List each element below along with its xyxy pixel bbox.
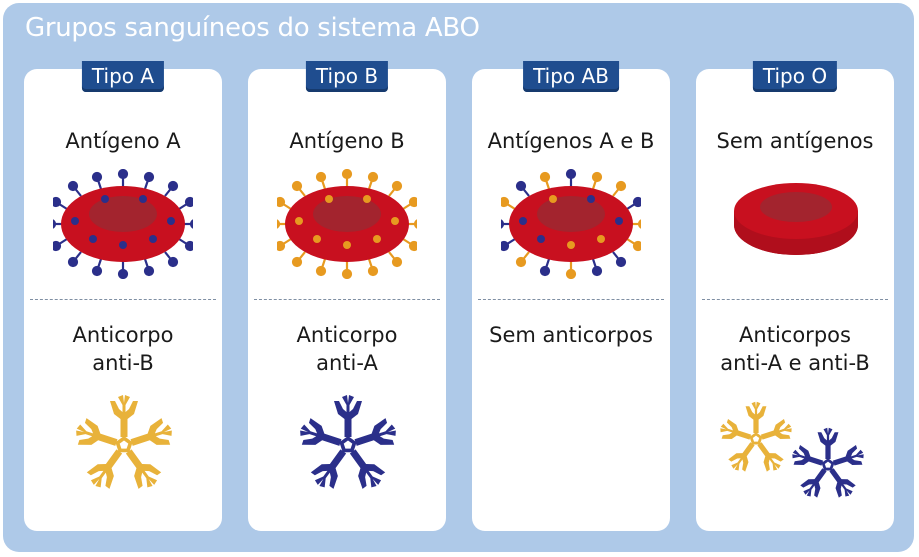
card-tipo-ab: Tipo AB Antígenos A e B — [472, 61, 670, 531]
divider — [702, 299, 888, 300]
red-cell-no-antigen-icon — [734, 183, 858, 255]
tab-tipo-a: Tipo A — [81, 61, 165, 92]
divider — [30, 299, 216, 300]
antigen-label-o: Sem antígenos — [716, 129, 874, 153]
antigen-label-ab: Antígenos A e B — [487, 129, 655, 153]
card-tipo-o: Tipo O Sem antígenos Anticorpos anti-A e… — [696, 61, 894, 531]
red-cell-antigen-b-icon — [277, 169, 417, 279]
main-title: Grupos sanguíneos do sistema ABO — [25, 13, 480, 43]
antibody-line-2: anti-A e anti-B — [720, 351, 870, 375]
antibody-anti-b-icon — [73, 394, 175, 496]
antigen-label-b: Antígeno B — [289, 129, 405, 153]
tab-tipo-o: Tipo O — [752, 61, 838, 92]
red-cell-antigen-a-icon — [53, 169, 193, 279]
antibody-label-o: Anticorpos anti-A e anti-B — [696, 321, 894, 377]
antigen-label-a: Antígeno A — [65, 129, 181, 153]
antibody-line-2: anti-B — [92, 351, 154, 375]
antigen-b-inner-markers — [295, 195, 399, 249]
divider — [478, 299, 664, 300]
card-tipo-a: Tipo A Antígeno A — [24, 61, 222, 531]
antibody-anti-a-icon — [790, 427, 866, 503]
card-tipo-b: Tipo B Antígeno B — [248, 61, 446, 531]
antibody-anti-b-icon — [718, 401, 794, 477]
antibody-line-1: Sem anticorpos — [489, 323, 653, 347]
antibody-line-1: Anticorpos — [739, 323, 851, 347]
antibody-line-1: Anticorpo — [72, 323, 174, 347]
antigen-a-markers — [53, 169, 193, 279]
antibody-label-b: Anticorpo anti-A — [248, 321, 446, 377]
antigen-a-inner-markers — [71, 195, 175, 249]
tab-tipo-ab: Tipo AB — [523, 61, 619, 92]
tab-tipo-b: Tipo B — [305, 61, 389, 92]
antibody-anti-a-icon — [297, 394, 399, 496]
divider — [254, 299, 440, 300]
antibody-line-2: anti-A — [316, 351, 378, 375]
antigen-ab-markers — [501, 169, 641, 279]
antigen-ab-inner-markers — [519, 195, 623, 249]
abo-panel: Grupos sanguíneos do sistema ABO Tipo A … — [3, 3, 914, 552]
antigen-b-markers — [277, 169, 417, 279]
antibody-line-1: Anticorpo — [296, 323, 398, 347]
antibody-label-ab: Sem anticorpos — [472, 321, 670, 349]
red-cell-antigen-ab-icon — [501, 169, 641, 279]
antibody-label-a: Anticorpo anti-B — [24, 321, 222, 377]
